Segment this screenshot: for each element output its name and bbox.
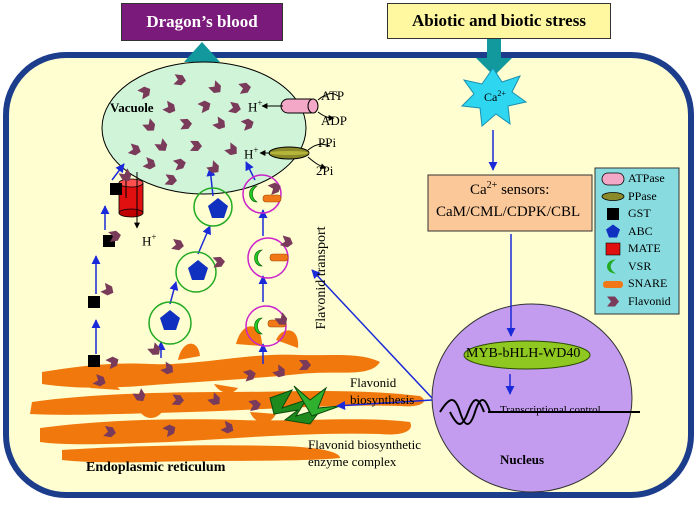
dna-helix bbox=[439, 399, 640, 425]
enzyme-complex-label-1: Flavonid biosynthetic bbox=[308, 437, 422, 452]
signal-arrows bbox=[311, 130, 516, 410]
vacuole-label: Vacuole bbox=[110, 100, 154, 115]
legend-icon-gst bbox=[607, 208, 619, 220]
calcium-sensors-box bbox=[427, 174, 593, 232]
legend-icons bbox=[601, 172, 625, 307]
proton-label-mate: H+ bbox=[142, 232, 157, 249]
vsr-snare-pairs bbox=[249, 185, 289, 335]
legend-label-snare: SNARE bbox=[628, 276, 668, 290]
legend-icon-mate bbox=[605, 242, 621, 256]
er-label: Endoplasmic reticulum bbox=[86, 460, 226, 475]
enzyme-complex bbox=[269, 385, 341, 425]
legend-icon-flavonid bbox=[607, 296, 619, 307]
ppase-pump bbox=[259, 143, 331, 170]
proton-label-ppase: H+ bbox=[244, 145, 259, 162]
gst-proteins bbox=[88, 183, 122, 367]
nucleus-label: Nucleus bbox=[500, 452, 545, 467]
calcium-sensors-title: Ca2+ sensors: bbox=[470, 180, 550, 198]
legend-icon-atpase bbox=[601, 172, 625, 186]
flavonid-biosynthesis-label-2: biosynthesis bbox=[350, 392, 415, 407]
transport-arrows bbox=[91, 161, 268, 364]
dragons-blood-header: Dragon’s blood bbox=[121, 3, 283, 41]
legend-icon-abc bbox=[606, 224, 620, 238]
vacuole bbox=[101, 61, 307, 195]
abc-transporters bbox=[160, 198, 228, 330]
legend-icon-ppase bbox=[601, 192, 625, 201]
calcium-ion-label: Ca2+ bbox=[484, 89, 506, 104]
tf-complex-label: MYB-bHLH-WD40 bbox=[466, 346, 581, 361]
legend-label-flavonid: Flavonid bbox=[628, 293, 671, 308]
legend-icon-vsr bbox=[607, 259, 616, 274]
transcription-factor-oval bbox=[463, 340, 591, 370]
adp-label: ADP bbox=[321, 113, 348, 128]
legend-label-atpase: ATPase bbox=[628, 171, 665, 185]
calcium-sensors-list: CaM/CML/CDPK/CBL bbox=[436, 204, 581, 220]
proton-label-atpase: H+ bbox=[248, 98, 263, 115]
calcium-ion-star bbox=[460, 67, 528, 127]
legend-label-gst: GST bbox=[628, 206, 651, 220]
transcriptional-control-label: Transcriptional control bbox=[500, 404, 601, 416]
two-pi-label: 2Pi bbox=[316, 163, 334, 178]
atp-label: ATP bbox=[321, 88, 345, 103]
stress-header: Abiotic and biotic stress bbox=[387, 3, 611, 39]
flavonid-biosynthesis-label-1: Flavonid bbox=[350, 375, 397, 390]
legend-label-ppase: PPase bbox=[628, 188, 657, 203]
legend-box bbox=[594, 167, 680, 315]
atpase-pump bbox=[261, 93, 339, 121]
stress-label: Abiotic and biotic stress bbox=[412, 11, 586, 30]
ppi-label: PPi bbox=[318, 135, 337, 150]
vesicles bbox=[148, 174, 289, 347]
mate-transporter bbox=[118, 171, 144, 229]
legend-label-mate: MATE bbox=[628, 241, 661, 255]
legend-label-abc: ABC bbox=[628, 223, 653, 238]
legend-label-vsr: VSR bbox=[628, 258, 652, 273]
flavonid-transport-label: Flavonid transport bbox=[314, 226, 329, 330]
stress-signal-arrow bbox=[476, 38, 512, 76]
dragons-blood-label: Dragon’s blood bbox=[146, 12, 258, 31]
legend-icon-snare bbox=[603, 281, 623, 288]
endoplasmic-reticulum bbox=[30, 326, 424, 463]
enzyme-complex-label-2: enzyme complex bbox=[308, 454, 397, 469]
